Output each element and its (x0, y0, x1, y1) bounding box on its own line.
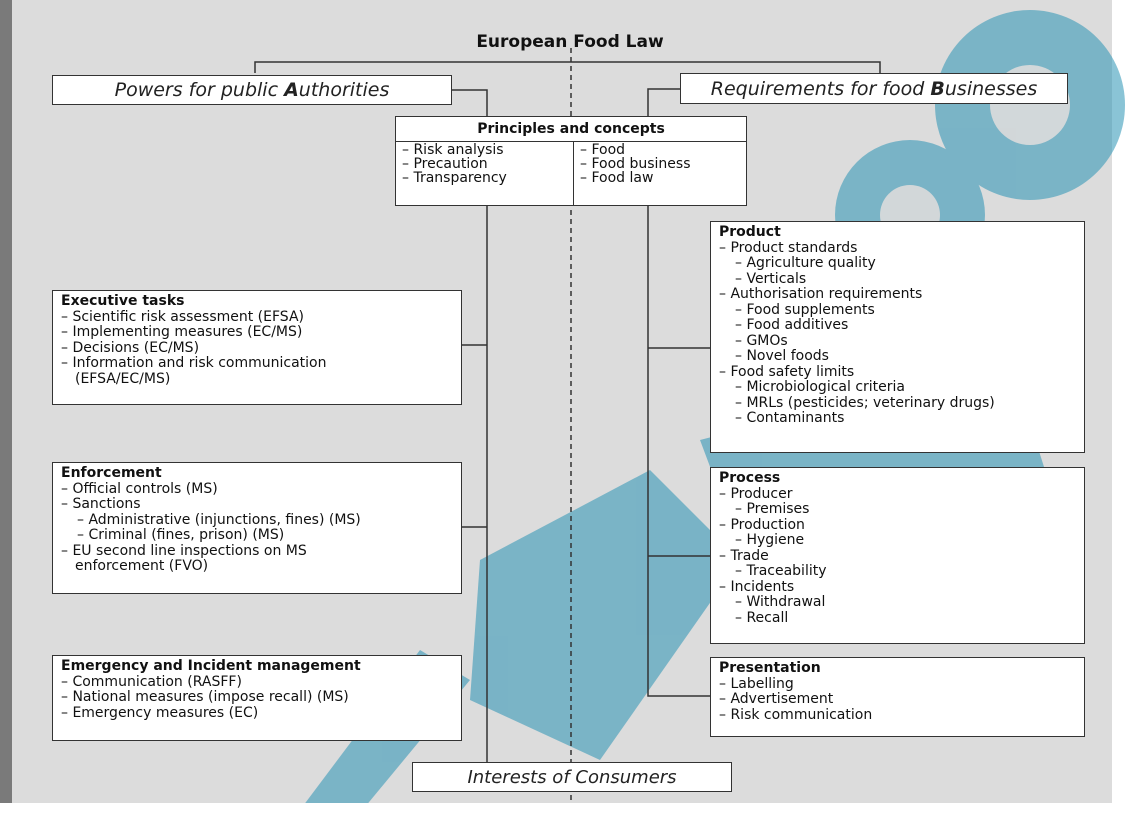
process-box: Process– Producer– Premises– Production–… (710, 467, 1085, 644)
title-bracket-line (254, 61, 881, 73)
list-item: – EU second line inspections on MS (61, 542, 307, 559)
right-header-bold: B (930, 77, 945, 100)
concept-item: – Food business (580, 156, 691, 172)
left-header-prefix: Powers for public (114, 79, 285, 101)
list-item: – Producer (719, 485, 793, 502)
watermark-shape-center (470, 470, 740, 760)
principles-heading: Principles and concepts (477, 121, 665, 137)
list-item: enforcement (FVO) (75, 558, 209, 574)
list-item: – Agriculture quality (735, 255, 876, 271)
list-item: – Food additives (735, 317, 849, 333)
list-item: – Labelling (719, 675, 794, 692)
principles-box: Principles and concepts – Risk analysis … (395, 116, 747, 206)
list-item: – Product standards (719, 239, 858, 256)
list-item: – Withdrawal (735, 594, 826, 610)
concept-item: – Food law (580, 170, 654, 186)
list-item: – Verticals (735, 270, 807, 287)
product-box: Product– Product standards– Agriculture … (710, 221, 1085, 453)
principles-heading-rule (396, 141, 746, 142)
list-item: – Food safety limits (719, 363, 855, 380)
principle-item: – Precaution (402, 156, 488, 172)
list-item: – Incidents (719, 578, 795, 595)
left-border (0, 0, 12, 813)
list-item: – Production (719, 516, 805, 533)
list-item: – Criminal (fines, prison) (MS) (77, 527, 285, 543)
box-heading: Enforcement (61, 465, 162, 481)
diagram-title: European Food Law (476, 32, 664, 52)
box-heading: Product (719, 224, 781, 240)
consumers-box: Interests of Consumers (412, 762, 732, 792)
list-item: – Food supplements (735, 301, 875, 318)
right-header-suffix: usinesses (944, 77, 1038, 100)
left-header-bold: A (284, 79, 299, 101)
list-item: – GMOs (735, 332, 788, 349)
executive-tasks-box: Executive tasks– Scientific risk assessm… (52, 290, 462, 405)
list-item: – Official controls (MS) (61, 480, 218, 497)
concept-item: – Food (580, 142, 626, 158)
list-item: (EFSA/EC/MS) (75, 370, 171, 387)
list-item: – National measures (impose recall) (MS) (61, 689, 349, 705)
box-heading: Process (719, 470, 781, 486)
right-spine-line (647, 88, 710, 697)
list-item: – Advertisement (719, 691, 834, 707)
list-item: – Trade (719, 547, 769, 564)
box-heading: Executive tasks (61, 293, 185, 309)
list-item: – MRLs (pesticides; veterinary drugs) (735, 394, 995, 411)
list-item: – Premises (735, 501, 810, 517)
presentation-box: Presentation– Labelling– Advertisement– … (710, 657, 1085, 737)
principle-item: – Transparency (402, 170, 507, 186)
list-item: – Communication (RASFF) (61, 673, 242, 690)
list-item: – Traceability (735, 563, 827, 579)
principles-column-divider (573, 141, 574, 205)
principles-right-column: – Food – Food business – Food law (580, 143, 691, 185)
enforcement-box: Enforcement– Official controls (MS)– San… (52, 462, 462, 594)
list-item: – Contaminants (735, 410, 845, 426)
list-item: – Microbiological criteria (735, 379, 905, 395)
list-item: – Novel foods (735, 348, 829, 364)
left-header-suffix: uthorities (298, 79, 390, 101)
consumers-label: Interests of Consumers (467, 766, 677, 788)
bottom-border (0, 803, 1127, 813)
list-item: – Recall (735, 609, 789, 626)
list-item: – Hygiene (735, 532, 805, 548)
list-item: – Authorisation requirements (719, 286, 923, 302)
list-item: – Implementing measures (EC/MS) (61, 324, 303, 340)
list-item: – Sanctions (61, 496, 141, 512)
right-header-prefix: Requirements for food (710, 77, 931, 100)
emergency-management-box: Emergency and Incident management– Commu… (52, 655, 462, 741)
list-item: – Administrative (injunctions, fines) (M… (77, 511, 361, 528)
principle-item: – Risk analysis (402, 142, 504, 158)
box-heading: Emergency and Incident management (61, 658, 361, 674)
principles-left-column: – Risk analysis – Precaution – Transpare… (402, 143, 507, 185)
list-item: – Risk communication (719, 706, 873, 723)
list-item: – Decisions (EC/MS) (61, 339, 200, 356)
list-item: – Information and risk communication (61, 355, 327, 371)
list-item: – Scientific risk assessment (EFSA) (61, 308, 304, 325)
box-heading: Presentation (719, 660, 821, 676)
list-item: – Emergency measures (EC) (61, 704, 259, 721)
